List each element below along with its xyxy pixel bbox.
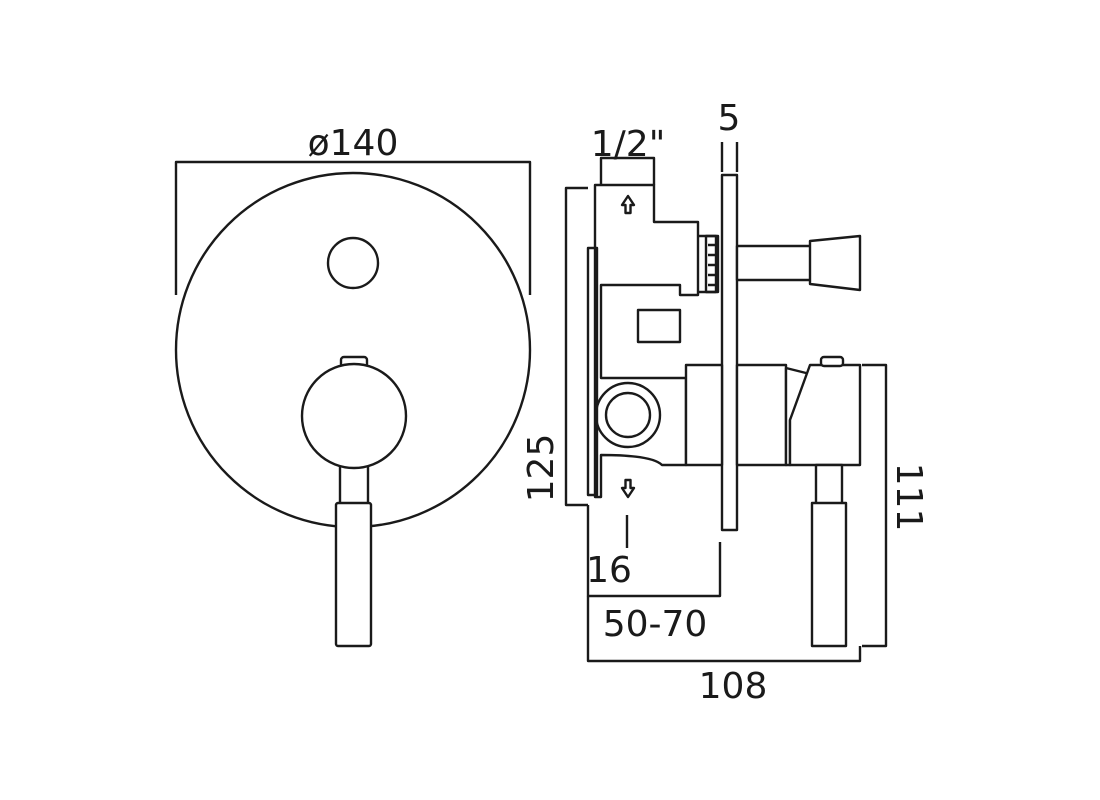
lever-height-dimension-line	[862, 363, 888, 648]
mixer-knob	[300, 362, 408, 470]
lever-head-cap	[819, 355, 845, 368]
mixer-body-side	[735, 363, 788, 467]
lever-height-label: 111	[888, 463, 929, 532]
wall-depth-label: 50-70	[603, 604, 708, 645]
wall-depth-dimension-line	[586, 542, 722, 598]
thread-marks	[708, 243, 718, 287]
diameter-dimension-line	[174, 160, 532, 295]
thread-label: 1/2"	[591, 124, 666, 165]
body-cylinder	[684, 363, 724, 467]
flow-down-arrow-icon	[620, 478, 636, 499]
plate-thickness-label: 5	[718, 98, 741, 139]
cartridge-block	[636, 308, 682, 344]
height-dimension-line	[564, 186, 588, 507]
side-view: 125 1/2" 5	[521, 98, 929, 707]
height-label: 125	[521, 434, 562, 503]
diameter-label: ø140	[308, 123, 399, 164]
diverter-knob	[326, 236, 380, 290]
diverter-knob-side	[808, 234, 862, 292]
thread-dimension-line	[599, 156, 656, 185]
wall-box-edge	[586, 246, 599, 497]
valve-body	[593, 183, 700, 499]
outlet-offset-label: 16	[586, 550, 632, 591]
front-view: ø140	[174, 123, 532, 648]
outlet-port-inner	[604, 391, 652, 439]
cover-plate-side	[720, 173, 739, 532]
lever-stem-side	[814, 463, 844, 507]
flow-up-arrow-icon	[620, 194, 636, 215]
total-depth-label: 108	[699, 666, 768, 707]
lever-handle	[334, 501, 373, 648]
total-depth-dimension-line	[586, 596, 862, 663]
outlet-port-outer	[594, 381, 662, 449]
diverter-stem	[735, 244, 815, 282]
plate-thickness-dimension-line	[720, 142, 739, 172]
lever-handle-side	[810, 501, 848, 648]
outlet-offset-dimension-line	[586, 505, 629, 548]
